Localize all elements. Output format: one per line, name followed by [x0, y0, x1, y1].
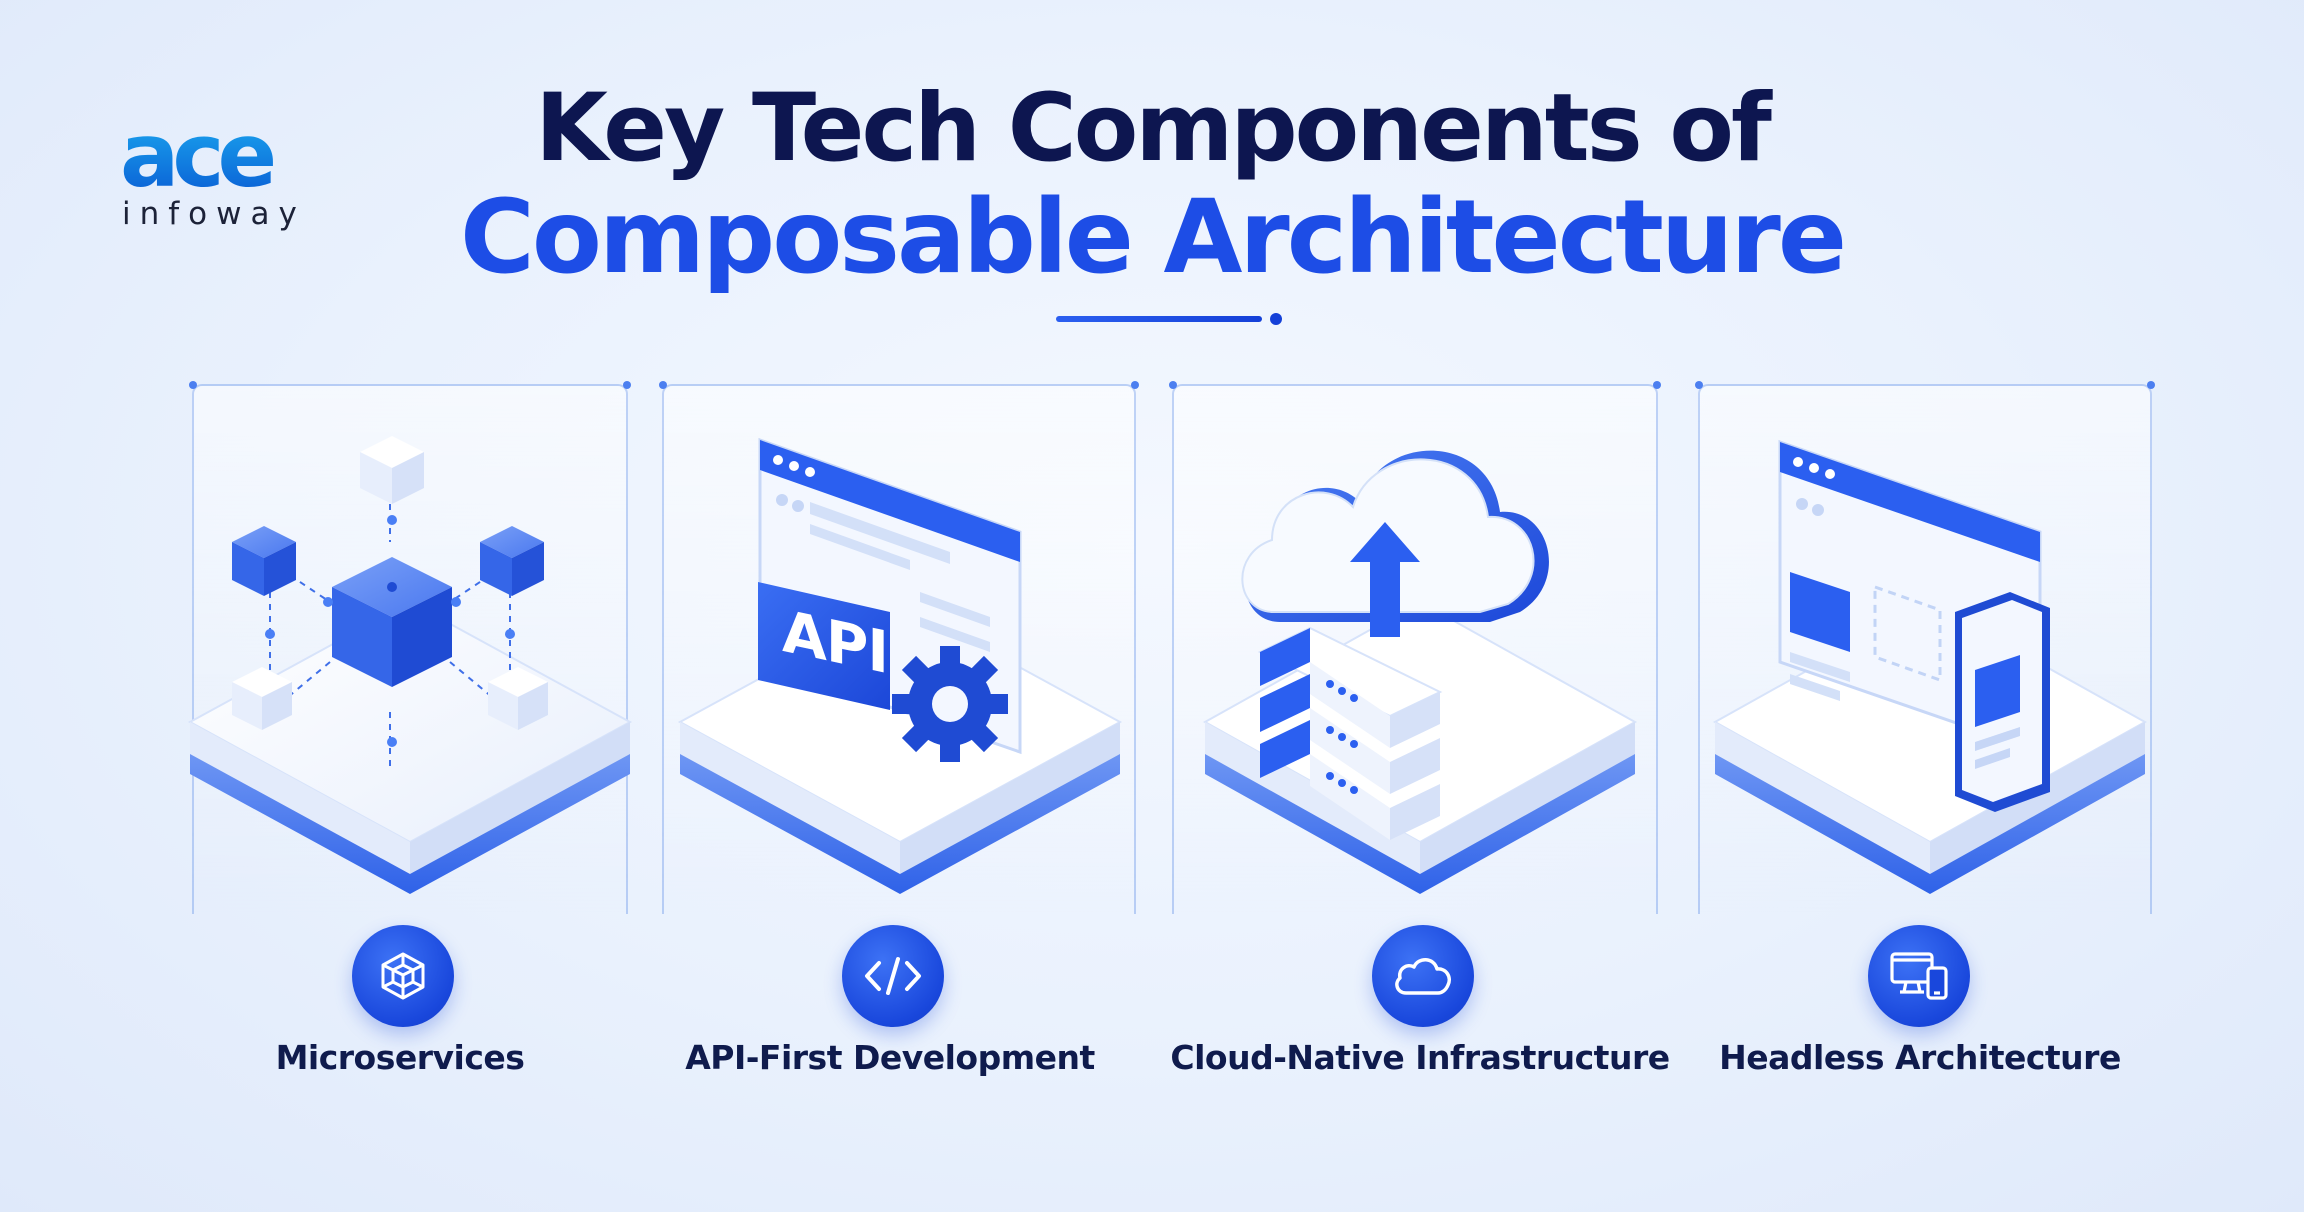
api-first-badge [842, 925, 944, 1027]
logo-subtext: infoway [122, 196, 306, 232]
microservices-illustration [187, 436, 633, 894]
title-underline [1056, 316, 1262, 322]
code-brackets-icon [865, 957, 921, 995]
desktop-mobile-icon [1890, 952, 1948, 1000]
headless-illustration [1712, 439, 2148, 894]
component-label-api-first: API-First Development [685, 1038, 1095, 1077]
cube-network-icon [381, 952, 425, 1000]
cloud-native-badge [1372, 925, 1474, 1027]
cloud-native-illustration [1202, 450, 1638, 894]
cloud-icon [1395, 958, 1451, 995]
page-title-line-1: Key Tech Components of [535, 74, 1772, 183]
component-label-headless: Headless Architecture [1719, 1038, 2121, 1077]
logo-mark: ace [120, 112, 300, 200]
title-underline-dot [1270, 313, 1282, 325]
company-logo: ace infoway [120, 112, 300, 233]
page-title-line-2: Composable Architecture [459, 178, 1847, 297]
component-label-microservices: Microservices [275, 1038, 525, 1077]
api-first-illustration [677, 437, 1123, 894]
component-label-cloud-native: Cloud-Native Infrastructure [1170, 1038, 1670, 1077]
headless-badge [1868, 925, 1970, 1027]
microservices-badge [352, 925, 454, 1027]
